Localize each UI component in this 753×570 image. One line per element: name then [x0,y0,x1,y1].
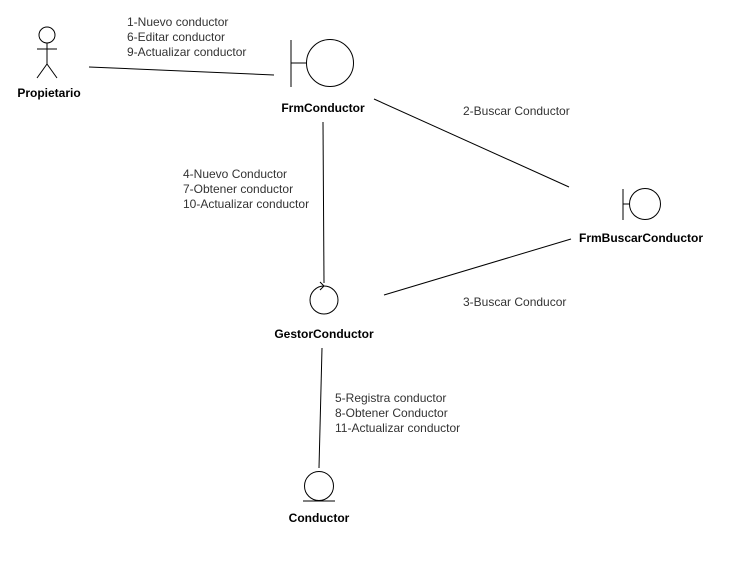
label-propietario: Propietario [17,86,81,100]
label-gestorconductor: GestorConductor [274,327,374,341]
message-line: 2-Buscar Conductor [463,104,570,118]
messages-frmbuscar-gestor: 3-Buscar Conducor [463,295,566,310]
message-line: 4-Nuevo Conductor [183,167,288,181]
message-line: 10-Actualizar conductor [183,197,310,211]
link-gestorconductor-conductor[interactable] [318,347,323,469]
message-line: 5-Registra conductor [335,391,447,405]
boundary-frmbuscarconductor-icon[interactable] [622,188,661,221]
message-line: 9-Actualizar conductor [127,45,247,59]
link-frmconductor-gestorconductor[interactable] [322,121,325,284]
entity-conductor-icon[interactable] [303,471,335,502]
link-frmbuscarconductor-gestorconductor[interactable] [383,238,572,296]
link-frmconductor-frmbuscarconductor[interactable] [373,98,570,188]
boundary-frmconductor-icon[interactable] [290,39,354,88]
label-frmconductor: FrmConductor [281,101,365,115]
messages-propietario-frmconductor: 1-Nuevo conductor 6-Editar conductor 9-A… [127,15,246,60]
messages-frmconductor-frmbuscar: 2-Buscar Conductor [463,104,570,119]
control-gestorconductor-icon[interactable] [309,281,339,315]
messages-gestor-conductor: 5-Registra conductor 8-Obtener Conductor… [335,391,460,436]
message-line: 3-Buscar Conducor [463,295,567,309]
message-line: 8-Obtener Conductor [335,406,448,420]
label-conductor: Conductor [288,511,350,525]
link-propietario-frmconductor[interactable] [88,66,275,76]
message-line: 1-Nuevo conductor [127,15,229,29]
message-line: 7-Obtener conductor [183,182,294,196]
message-line: 11-Actualizar conductor [335,421,461,435]
actor-propietario-icon[interactable] [36,26,58,79]
message-line: 6-Editar conductor [127,30,226,44]
messages-frmconductor-gestor: 4-Nuevo Conductor 7-Obtener conductor 10… [183,167,309,212]
label-frmbuscarconductor: FrmBuscarConductor [578,231,704,245]
